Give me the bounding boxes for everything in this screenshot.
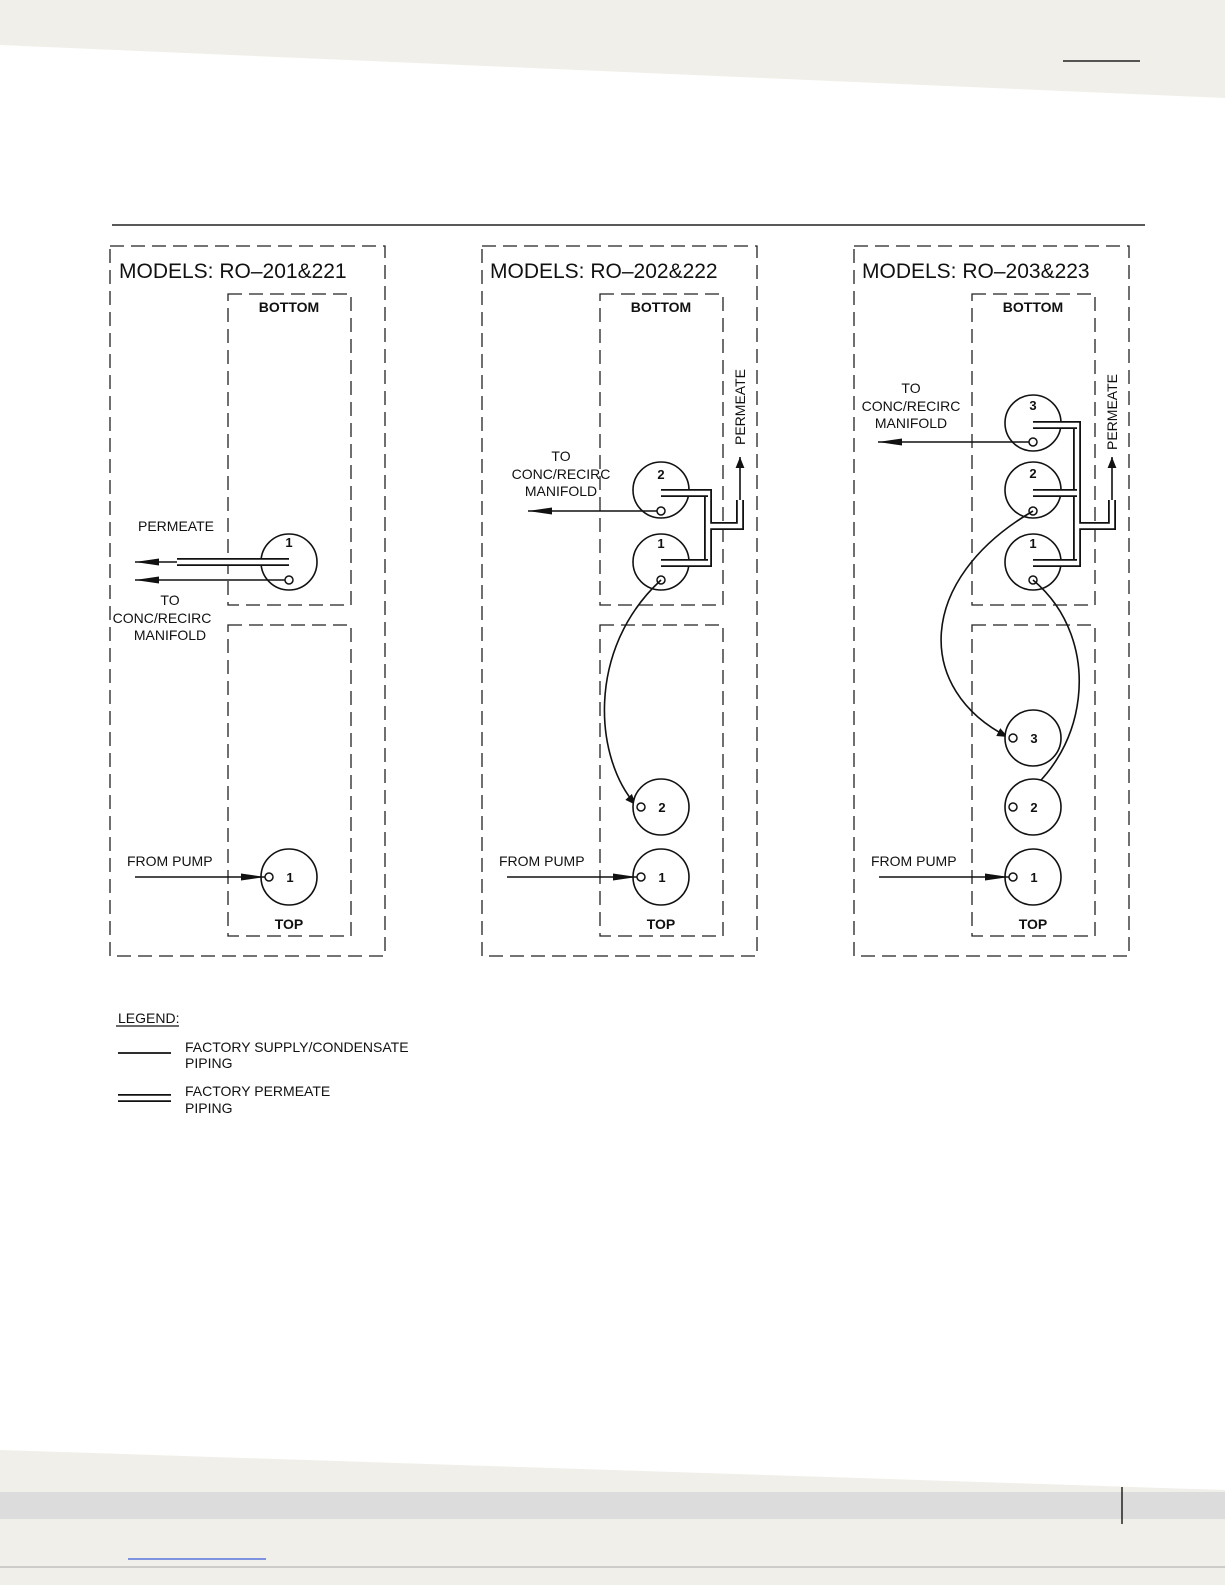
permeate-label: PERMEATE — [732, 369, 748, 445]
panel-frame — [109, 245, 386, 957]
svg-text:CONC/RECIRC: CONC/RECIRC — [113, 610, 212, 626]
from-pump-label: FROM PUMP — [499, 853, 585, 869]
svg-text:TO: TO — [901, 380, 920, 396]
svg-text:CONC/RECIRC: CONC/RECIRC — [862, 398, 961, 414]
vessel-number: 1 — [658, 870, 665, 885]
vessel-number: 1 — [1030, 870, 1037, 885]
bottom-label: BOTTOM — [631, 299, 691, 315]
vessel-number: 2 — [1029, 466, 1036, 481]
top-label: TOP — [647, 916, 676, 932]
panel-frame — [481, 245, 758, 957]
top-band — [0, 0, 1225, 98]
vessel-number: 2 — [658, 800, 665, 815]
vessel-port — [1028, 437, 1038, 447]
vessel-number: 1 — [285, 535, 292, 550]
bottom-zone — [599, 293, 724, 606]
bottom-zone — [971, 293, 1096, 606]
top-vessel-3: 3 — [1004, 709, 1062, 767]
legend-item-permeate: FACTORY PERMEATE PIPING — [118, 1083, 330, 1116]
top-vessel-1: 1 — [632, 848, 690, 906]
top-vessel-2: 2 — [1004, 778, 1062, 836]
vessel-number: 1 — [286, 870, 293, 885]
bottom-vessel-2: 2 — [632, 461, 708, 519]
from-pump-label: FROM PUMP — [127, 853, 213, 869]
panel-title: MODELS: RO–203&223 — [862, 260, 1090, 283]
footer-band — [0, 1492, 1225, 1519]
top-vessel-1: 1 — [260, 848, 318, 906]
panel-ro-202: MODELS: RO–202&222 BOTTOM TOP PERMEATE 2… — [481, 245, 758, 957]
vessel-port — [1008, 733, 1018, 743]
bottom-label: BOTTOM — [1003, 299, 1063, 315]
conc-label: TO CONC/RECIRC MANIFOLD — [512, 448, 611, 499]
top-vessel-1: 1 — [1004, 848, 1062, 906]
crossover-line-2-3 — [940, 510, 1034, 738]
crossover-line-1-2 — [603, 579, 662, 806]
vessel-port — [1008, 872, 1018, 882]
panel-frame — [853, 245, 1130, 957]
vessel-number: 2 — [657, 467, 664, 482]
vessel-number: 2 — [1030, 800, 1037, 815]
bottom-vessel-1: 1 — [1004, 533, 1077, 591]
panel-ro-201: MODELS: RO–201&221 BOTTOM TOP 1 PERMEATE… — [109, 245, 386, 957]
top-vessel-2: 2 — [632, 778, 690, 836]
bottom-label: BOTTOM — [259, 299, 319, 315]
conc-label: TO CONC/RECIRC MANIFOLD — [862, 380, 961, 431]
svg-text:PIPING: PIPING — [185, 1055, 232, 1071]
permeate-label: PERMEATE — [138, 518, 214, 534]
conc-label: TO CONC/RECIRC MANIFOLD — [113, 592, 212, 643]
vessel-port — [284, 575, 294, 585]
vessel-port — [636, 872, 646, 882]
top-zone — [227, 624, 352, 937]
svg-text:MANIFOLD: MANIFOLD — [525, 483, 597, 499]
panel-ro-203: MODELS: RO–203&223 BOTTOM TOP PERMEATE 3… — [853, 245, 1130, 957]
legend: LEGEND: FACTORY SUPPLY/CONDENSATE PIPING… — [116, 1010, 409, 1116]
top-zone — [599, 624, 724, 937]
bottom-vessel-1: 1 — [632, 533, 708, 591]
panel-title: MODELS: RO–202&222 — [490, 260, 718, 283]
vessel-number: 3 — [1029, 398, 1036, 413]
svg-text:FACTORY SUPPLY/CONDENSATE: FACTORY SUPPLY/CONDENSATE — [185, 1039, 409, 1055]
bottom-vessel-2: 2 — [1004, 461, 1077, 519]
vessel-port — [1008, 802, 1018, 812]
top-zone — [971, 624, 1096, 937]
bottom-vessel-3: 3 — [1004, 394, 1077, 452]
svg-text:PIPING: PIPING — [185, 1100, 232, 1116]
from-pump-label: FROM PUMP — [871, 853, 957, 869]
svg-text:CONC/RECIRC: CONC/RECIRC — [512, 466, 611, 482]
vessel-port — [656, 506, 666, 516]
vessel-number: 1 — [1029, 536, 1036, 551]
vessel-port — [264, 872, 274, 882]
legend-title: LEGEND: — [118, 1010, 179, 1026]
crossover-line-1-2 — [1007, 579, 1080, 807]
vessel-port — [636, 802, 646, 812]
svg-text:TO: TO — [551, 448, 570, 464]
svg-text:TO: TO — [160, 592, 179, 608]
svg-text:MANIFOLD: MANIFOLD — [875, 415, 947, 431]
svg-text:FACTORY PERMEATE: FACTORY PERMEATE — [185, 1083, 330, 1099]
top-label: TOP — [275, 916, 304, 932]
svg-text:MANIFOLD: MANIFOLD — [134, 627, 206, 643]
panel-title: MODELS: RO–201&221 — [119, 260, 347, 283]
permeate-label: PERMEATE — [1104, 374, 1120, 450]
bottom-zone — [227, 293, 352, 606]
top-label: TOP — [1019, 916, 1048, 932]
vessel-number: 1 — [657, 536, 664, 551]
legend-item-supply: FACTORY SUPPLY/CONDENSATE PIPING — [118, 1039, 409, 1071]
vessel-number: 3 — [1030, 731, 1037, 746]
